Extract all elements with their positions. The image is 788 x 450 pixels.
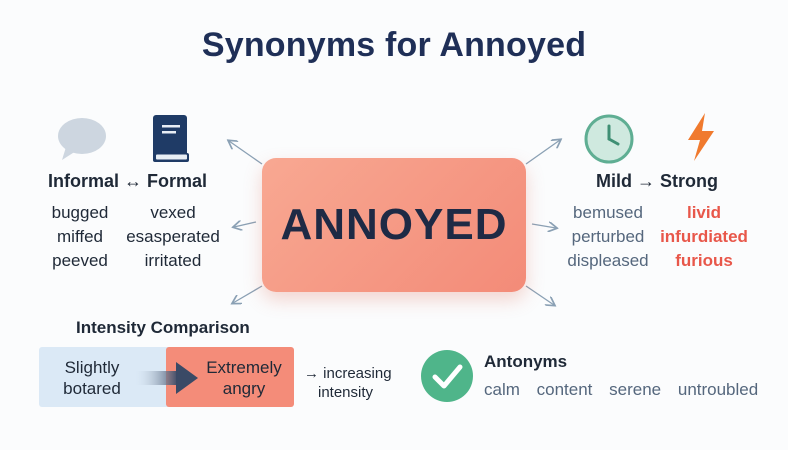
informal-item: bugged: [51, 203, 109, 222]
informal-item: miffed: [57, 227, 103, 246]
lightning-icon: [688, 113, 714, 161]
comparison-arrow-icon: [134, 362, 198, 394]
arrow-top-left: [229, 141, 263, 165]
comparison-strong-text: Extremely angry: [198, 357, 290, 399]
informal-list: bugged miffed peeved: [44, 201, 116, 273]
antonym-item: content: [536, 380, 593, 399]
strong-item: livid: [686, 203, 721, 222]
comparison-heading: Intensity Comparison: [76, 318, 250, 337]
comparison-note-line: → increasing: [304, 365, 392, 382]
comparison-note-line: intensity: [318, 384, 374, 401]
comparison-strong-line: angry: [222, 379, 266, 398]
strong-item: infurdiated: [660, 227, 748, 246]
arrow-mid-right: [531, 224, 556, 228]
antonyms-list: calm content serene untroubled: [484, 380, 770, 400]
book-icon: [153, 115, 189, 162]
antonym-item: serene: [609, 380, 662, 399]
antonym-item: untroubled: [677, 380, 759, 399]
strong-item: furious: [675, 251, 733, 270]
comparison-mild-line: botared: [63, 379, 121, 398]
comparison-strong-line: Extremely: [206, 358, 282, 377]
comparison-note: → increasing intensity: [304, 364, 392, 402]
mild-list: bemused perturbed displeased: [564, 201, 652, 273]
formal-list: vexed esasperated irritated: [124, 201, 222, 273]
page-title: Synonyms for Annoyed: [201, 26, 587, 64]
strong-list: livid infurdiated furious: [656, 201, 752, 273]
register-heading: Informal ↔ Formal: [48, 171, 208, 191]
mild-item: perturbed: [571, 227, 645, 246]
checkmark-icon: [421, 350, 473, 402]
comparison-mild-text: Slightly botared: [52, 357, 132, 399]
arrow-mid-left: [234, 222, 257, 227]
center-word: ANNOYED: [280, 200, 508, 249]
antonym-item: calm: [484, 380, 520, 399]
formal-item: esasperated: [126, 227, 220, 246]
mild-item: displeased: [567, 251, 649, 270]
intensity-heading: Mild → Strong: [596, 171, 718, 191]
comparison-mild-line: Slightly: [64, 358, 120, 377]
antonyms-heading: Antonyms: [484, 352, 568, 371]
informal-item: peeved: [52, 251, 108, 270]
formal-item: irritated: [144, 251, 202, 270]
mild-item: bemused: [573, 203, 643, 222]
arrow-bottom-right: [525, 285, 554, 305]
center-word-box: ANNOYED: [262, 158, 526, 292]
arrow-top-right: [525, 140, 560, 165]
speech-bubble-icon: [58, 118, 106, 160]
clock-icon: [584, 114, 634, 164]
formal-item: vexed: [150, 203, 196, 222]
arrow-bottom-left: [233, 285, 263, 303]
